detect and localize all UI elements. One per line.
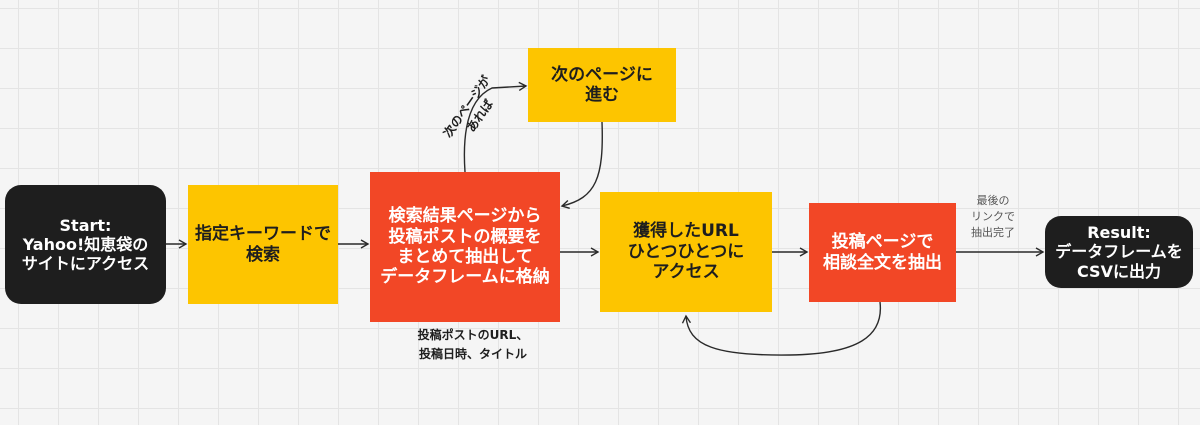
- access-urls-node-label: 獲得したURL ひとつひとつに アクセス: [627, 221, 745, 283]
- fields-note-label: 投稿ポストのURL、 投稿日時、タイトル: [417, 328, 529, 361]
- search-node: 指定キーワードで 検索: [188, 185, 338, 304]
- access-urls-node: 獲得したURL ひとつひとつに アクセス: [600, 192, 772, 312]
- search-node-label: 指定キーワードで 検索: [195, 224, 331, 265]
- arrow-extract-to-next-page: [463, 81, 528, 173]
- arrow-loop-back-to-access: [681, 301, 882, 356]
- result-node-label: Result: データフレームを CSVに出力: [1055, 223, 1183, 281]
- start-node: Start: Yahoo!知恵袋の サイトにアクセス: [5, 185, 166, 304]
- arrow-next-page-to-extract: [560, 121, 603, 209]
- extract-summary-node-label: 検索結果ページから 投稿ポストの概要を まとめて抽出して データフレームに格納: [380, 206, 550, 288]
- last-link-done-label: 最後の リンクで 抽出完了: [971, 194, 1015, 239]
- result-node: Result: データフレームを CSVに出力: [1045, 216, 1193, 288]
- extract-full-text-node: 投稿ページで 相談全文を抽出: [809, 203, 956, 302]
- start-node-label: Start: Yahoo!知恵袋の サイトにアクセス: [21, 215, 150, 274]
- extract-full-text-node-label: 投稿ページで 相談全文を抽出: [823, 232, 942, 273]
- extract-summary-node: 検索結果ページから 投稿ポストの概要を まとめて抽出して データフレームに格納: [370, 172, 560, 322]
- next-page-node-label: 次のページに 進む: [551, 64, 653, 105]
- next-page-node: 次のページに 進む: [528, 48, 676, 122]
